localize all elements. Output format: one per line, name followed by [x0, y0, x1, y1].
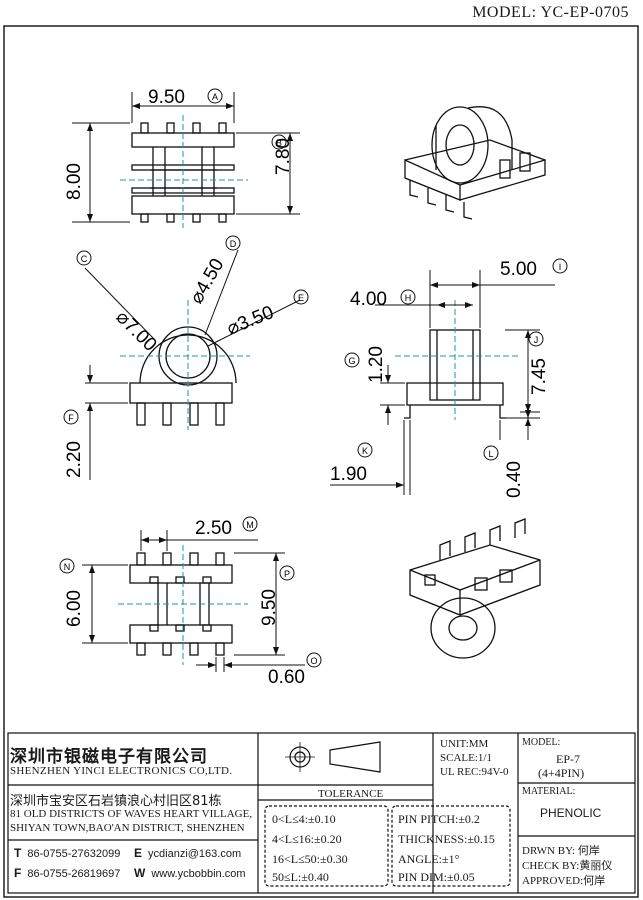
isometric-view-bottom [409, 518, 541, 659]
dim-m-marker: M [246, 520, 254, 530]
tolerance-row-1: 0<L≤4:±0.10 [272, 812, 336, 826]
company-name-cn: 深圳市银磁电子有限公司 [10, 747, 208, 767]
unit: UNIT:MM [440, 738, 489, 750]
dim-a-marker: A [212, 92, 218, 102]
phone: T 86-0755-27632099 [14, 846, 120, 860]
company-name-en: SHENZHEN YINCI ELECTRONICS CO,LTD. [10, 765, 233, 777]
dim-g-value: 1.20 [366, 346, 387, 383]
fax-label: F [14, 866, 22, 880]
email-label: E [134, 846, 143, 860]
dim-e-marker: E [298, 293, 304, 303]
model-subtitle: (4+4PIN) [538, 766, 585, 780]
dim-d-value: ⌀4.50 [186, 255, 228, 307]
email-address: ycdianzi@163.com [148, 848, 242, 860]
dim-n-value: 6.00 [64, 590, 85, 627]
dim-d-marker: D [230, 239, 237, 249]
address-cn: 深圳市宝安区石岩镇浪心村旧区81栋 [10, 794, 222, 809]
address-en-line1: 81 OLD DISTRICTS OF WAVES HEART VILLAGE, [10, 808, 253, 820]
dim-8-value: 8.00 [64, 163, 85, 200]
model-label: MODEL: [522, 737, 561, 748]
dim-p-value: 9.50 [259, 589, 280, 626]
dim-o-marker: O [310, 656, 317, 666]
dim-i-marker: I [559, 262, 562, 272]
dim-a-value: 9.50 [148, 87, 185, 108]
dim-h-marker: H [405, 293, 412, 303]
dim-j-marker: J [534, 335, 539, 345]
dim-m-value: 2.50 [195, 518, 232, 539]
scale: SCALE:1/1 [440, 752, 492, 764]
material-value: PHENOLIC [540, 806, 602, 820]
dim-g-marker: G [348, 356, 355, 366]
bottom-view [82, 530, 305, 672]
dim-l-value: 0.40 [504, 461, 525, 498]
angle: ANGLE:±1° [398, 852, 460, 866]
dim-h-value: 4.00 [350, 289, 387, 310]
pin-dim: PIN DIM:±0.05 [398, 870, 475, 884]
phone-label: T [14, 846, 22, 860]
top-view [72, 92, 300, 228]
dim-j-value: 7.45 [529, 358, 550, 395]
dim-f-marker: F [68, 413, 74, 423]
tolerance-row-4: 50≤L:±0.40 [272, 870, 329, 884]
tolerance-title: TOLERANCE [318, 788, 384, 800]
tolerance-row-2: 4<L≤16:±0.20 [272, 832, 342, 846]
dim-p-marker: P [284, 569, 290, 579]
address-en-line2: SHIYAN TOWN,BAO'AN DISTRICT, SHENZHEN [10, 822, 245, 834]
isometric-view-top [404, 106, 546, 220]
approved-by: APPROVED:何岸 [522, 875, 606, 887]
web-url: www.ycbobbin.com [151, 868, 246, 880]
front-view [84, 249, 301, 480]
dim-f-value: 2.20 [64, 441, 85, 478]
thickness: THICKNESS:±0.15 [398, 832, 495, 846]
outer-border [3, 25, 639, 898]
fax-number: 86-0755-26819697 [27, 868, 121, 880]
material-label: MATERIAL: [522, 786, 576, 797]
dim-b-marker: B [276, 138, 282, 148]
dim-e-value: ⌀3.50 [224, 302, 277, 340]
dim-k-marker: K [362, 446, 368, 456]
dim-o-value: 0.60 [268, 667, 305, 688]
dim-b-value: 7.80 [273, 138, 294, 175]
dim-l-marker: L [488, 449, 493, 459]
dim-k-value: 1.90 [330, 464, 367, 485]
tolerance-row-3: 16<L≤50:±0.30 [272, 852, 348, 866]
checked-by: CHECK BY:黄丽仪 [522, 860, 613, 872]
pin-pitch: PIN PITCH:±0.2 [398, 812, 480, 826]
fax: F 86-0755-26819697 [14, 866, 120, 880]
dim-c-marker: C [81, 254, 88, 264]
model-number: MODEL: YC-EP-0705 [472, 4, 629, 21]
ul-rec: UL REC:94V-0 [440, 766, 509, 778]
dim-i-value: 5.00 [500, 259, 537, 280]
drawn-by: DRWN BY: 何岸 [522, 845, 600, 857]
dim-c-value: ⌀7.00 [111, 307, 160, 356]
dim-n-marker: N [64, 562, 71, 572]
title-block [7, 732, 636, 894]
side-view [330, 270, 555, 495]
model-value: EP-7 [556, 752, 580, 766]
web-label: W [134, 866, 146, 880]
phone-number: 86-0755-27632099 [27, 848, 121, 860]
